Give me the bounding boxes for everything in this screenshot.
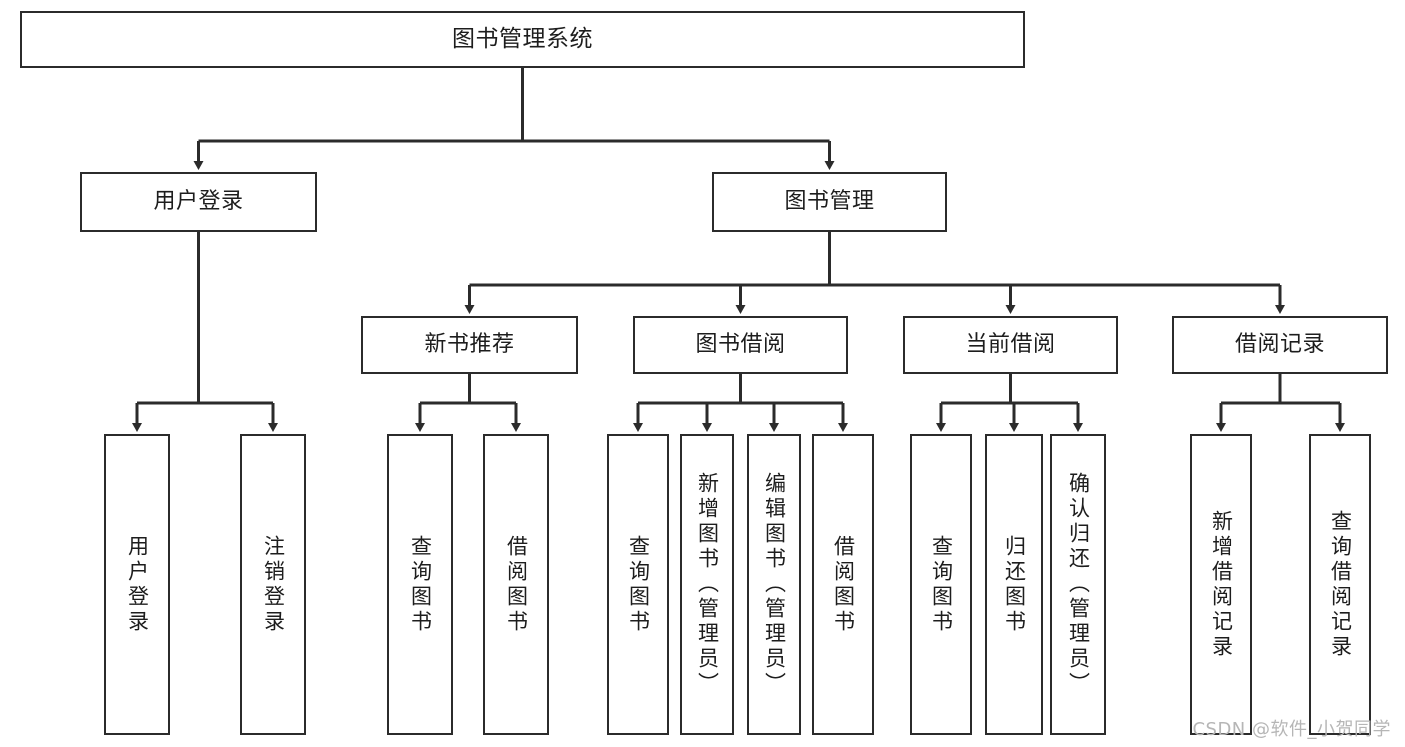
node-login[interactable]: 用户登录 bbox=[80, 172, 317, 232]
node-leaf-query-book[interactable]: 查询图书 bbox=[607, 434, 669, 735]
node-label-leaf-login: 用户登录 bbox=[125, 534, 150, 635]
node-leaf-query-new[interactable]: 查询图书 bbox=[387, 434, 453, 735]
node-leaf-borrow-new[interactable]: 借阅图书 bbox=[483, 434, 549, 735]
node-label-leaf-return: 归还图书 bbox=[1002, 534, 1027, 635]
node-leaf-logout[interactable]: 注销登录 bbox=[240, 434, 306, 735]
node-label-leaf-add-record: 新增借阅记录 bbox=[1209, 509, 1234, 660]
node-leaf-borrow-book[interactable]: 借阅图书 bbox=[812, 434, 874, 735]
node-label-borrow: 图书借阅 bbox=[695, 331, 786, 357]
node-label-records: 借阅记录 bbox=[1234, 331, 1325, 357]
node-label-leaf-confirm: 确认归还（管理员） bbox=[1066, 472, 1091, 697]
node-leaf-add-record[interactable]: 新增借阅记录 bbox=[1190, 434, 1252, 735]
node-label-leaf-borrow-new: 借阅图书 bbox=[504, 534, 529, 635]
node-borrow[interactable]: 图书借阅 bbox=[633, 316, 848, 374]
node-leaf-query-cur[interactable]: 查询图书 bbox=[910, 434, 972, 735]
node-leaf-add-book[interactable]: 新增图书（管理员） bbox=[680, 434, 734, 735]
node-label-bookmgmt: 图书管理 bbox=[784, 188, 875, 214]
node-records[interactable]: 借阅记录 bbox=[1172, 316, 1388, 374]
node-newbook[interactable]: 新书推荐 bbox=[361, 316, 578, 374]
node-leaf-login[interactable]: 用户登录 bbox=[104, 434, 170, 735]
node-label-root: 图书管理系统 bbox=[452, 25, 593, 52]
node-label-leaf-logout: 注销登录 bbox=[261, 534, 286, 635]
node-label-leaf-query-cur: 查询图书 bbox=[929, 534, 954, 635]
node-label-leaf-borrow-book: 借阅图书 bbox=[831, 534, 856, 635]
node-root[interactable]: 图书管理系统 bbox=[20, 11, 1025, 68]
node-leaf-edit-book[interactable]: 编辑图书（管理员） bbox=[747, 434, 801, 735]
node-label-leaf-query-record: 查询借阅记录 bbox=[1328, 509, 1353, 660]
node-leaf-confirm[interactable]: 确认归还（管理员） bbox=[1050, 434, 1106, 735]
node-label-current: 当前借阅 bbox=[965, 331, 1056, 357]
node-label-login: 用户登录 bbox=[153, 188, 244, 214]
node-bookmgmt[interactable]: 图书管理 bbox=[712, 172, 947, 232]
node-leaf-query-record[interactable]: 查询借阅记录 bbox=[1309, 434, 1371, 735]
node-label-leaf-add-book: 新增图书（管理员） bbox=[695, 472, 720, 697]
node-label-leaf-query-book: 查询图书 bbox=[626, 534, 651, 635]
node-label-newbook: 新书推荐 bbox=[424, 331, 515, 357]
node-leaf-return[interactable]: 归还图书 bbox=[985, 434, 1043, 735]
node-current[interactable]: 当前借阅 bbox=[903, 316, 1118, 374]
node-label-leaf-query-new: 查询图书 bbox=[408, 534, 433, 635]
node-label-leaf-edit-book: 编辑图书（管理员） bbox=[762, 472, 787, 697]
